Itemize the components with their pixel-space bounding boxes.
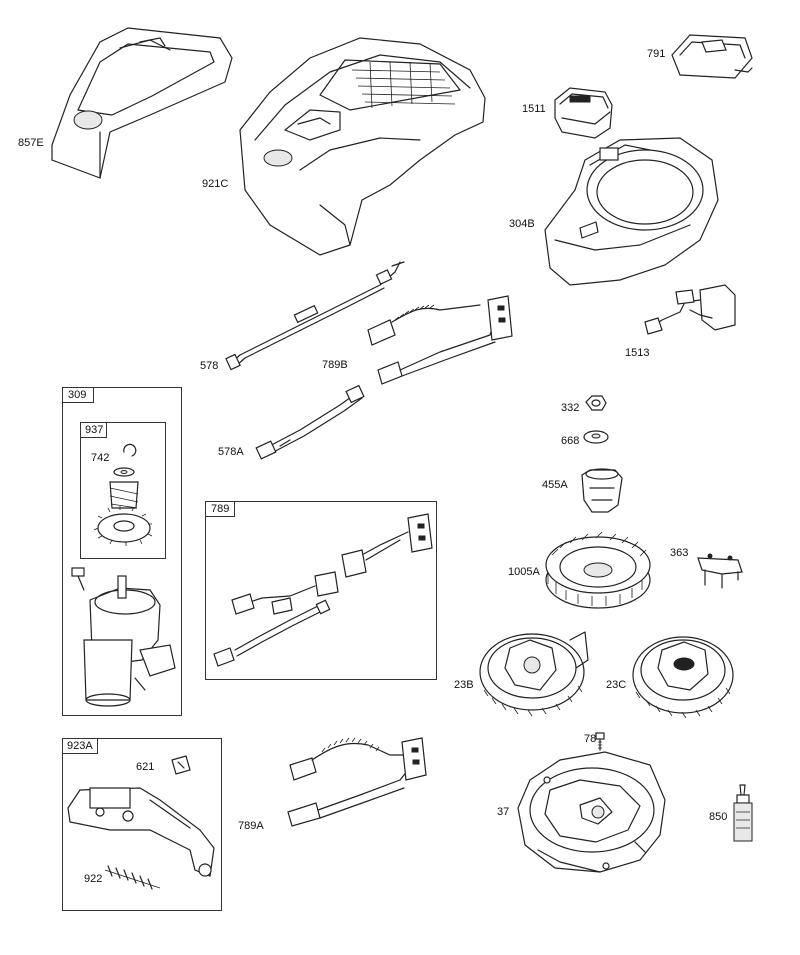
kit-label-789: 789 bbox=[209, 503, 232, 515]
kit-box-937-tab bbox=[80, 422, 107, 438]
kit-box-937 bbox=[80, 422, 166, 559]
part-455A-starter-clutch bbox=[581, 468, 623, 513]
label-789A: 789A bbox=[238, 820, 264, 832]
label-789B: 789B bbox=[322, 359, 348, 371]
part-578A-wire bbox=[255, 384, 365, 460]
part-78-screw bbox=[595, 732, 605, 751]
part-578-wire bbox=[225, 261, 405, 371]
label-1513: 1513 bbox=[625, 347, 650, 359]
label-742: 742 bbox=[91, 452, 110, 464]
kit-box-309 bbox=[62, 387, 182, 716]
label-621: 621 bbox=[136, 761, 155, 773]
label-921C: 921C bbox=[202, 178, 229, 190]
label-578: 578 bbox=[200, 360, 219, 372]
kit-box-923A bbox=[62, 738, 222, 911]
part-1511-battery bbox=[554, 87, 613, 139]
kit-box-309-tab bbox=[62, 387, 94, 403]
label-1511: 1511 bbox=[522, 103, 546, 115]
part-850-sealant-tube bbox=[733, 784, 753, 842]
label-857E: 857E bbox=[18, 137, 44, 149]
label-78: 78 bbox=[584, 733, 597, 745]
kit-label-937: 937 bbox=[83, 424, 106, 436]
label-578A: 578A bbox=[218, 446, 244, 458]
kit-label-923A: 923A bbox=[65, 740, 95, 752]
label-668: 668 bbox=[561, 435, 580, 447]
part-857E-shroud bbox=[51, 27, 233, 179]
label-37: 37 bbox=[497, 806, 510, 818]
kit-box-923A-tab bbox=[62, 738, 98, 754]
label-922: 922 bbox=[84, 873, 103, 885]
part-23C-alternator bbox=[632, 636, 734, 719]
part-789B-harness bbox=[367, 295, 513, 385]
label-332: 332 bbox=[561, 402, 580, 414]
kit-label-309: 309 bbox=[66, 389, 89, 401]
part-668-washer bbox=[583, 430, 609, 444]
label-363: 363 bbox=[670, 547, 689, 559]
part-332-nut bbox=[585, 395, 607, 411]
label-23C: 23C bbox=[606, 679, 627, 691]
part-791-charger bbox=[671, 34, 753, 79]
label-850: 850 bbox=[709, 811, 728, 823]
label-304B: 304B bbox=[509, 218, 535, 230]
label-791: 791 bbox=[647, 48, 666, 60]
part-921C-engine-cover bbox=[239, 37, 486, 256]
part-363-bracket bbox=[697, 553, 743, 589]
kit-box-789 bbox=[205, 501, 437, 680]
part-309-starter-motor bbox=[71, 567, 176, 707]
part-789-harness bbox=[213, 513, 433, 667]
part-923A-governor bbox=[67, 755, 215, 890]
label-455A: 455A bbox=[542, 479, 568, 491]
part-789A-harness bbox=[287, 737, 427, 827]
part-37-housing bbox=[517, 751, 666, 873]
part-23B-alternator bbox=[479, 631, 589, 717]
part-1005A-flywheel bbox=[545, 531, 651, 609]
label-23B: 23B bbox=[454, 679, 474, 691]
label-1005A: 1005A bbox=[508, 566, 540, 578]
part-937-drive-kit bbox=[93, 443, 153, 546]
part-1513-harness bbox=[644, 284, 736, 335]
kit-box-789-tab bbox=[205, 501, 235, 517]
part-304B-blower-housing bbox=[544, 137, 719, 286]
